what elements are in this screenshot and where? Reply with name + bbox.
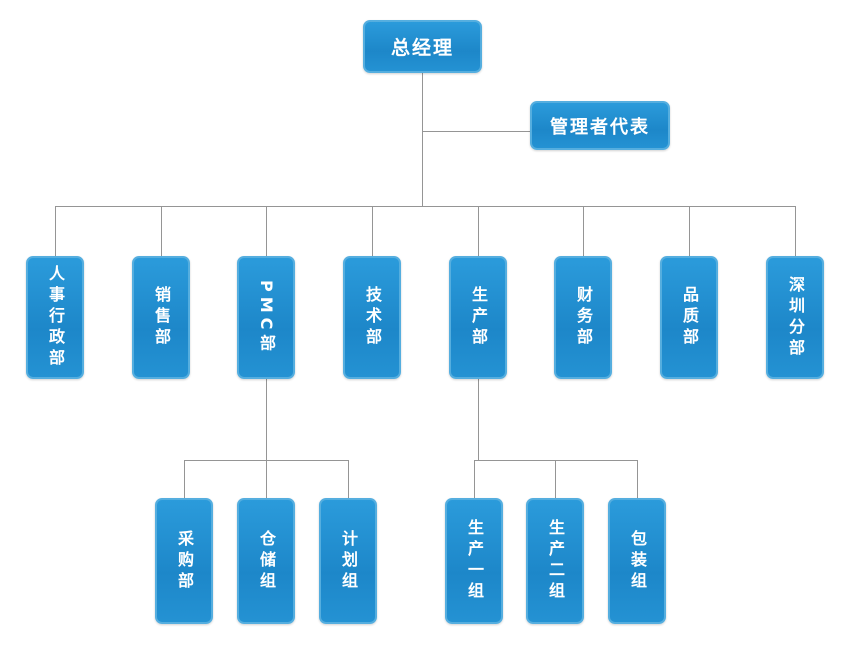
org-node-shenzhen-branch[interactable]: 深圳分部	[766, 256, 824, 379]
connector-line	[478, 379, 479, 460]
org-node-production[interactable]: 生产部	[449, 256, 507, 379]
connector-line	[422, 73, 423, 206]
org-node-management-rep[interactable]: 管理者代表	[530, 101, 670, 150]
connector-line	[184, 460, 185, 498]
connector-line	[637, 460, 638, 498]
org-node-finance[interactable]: 财务部	[554, 256, 612, 379]
connector-line	[372, 206, 373, 256]
org-node-tech[interactable]: 技术部	[343, 256, 401, 379]
org-node-packaging[interactable]: 包装组	[608, 498, 666, 624]
connector-line	[266, 206, 267, 256]
connector-line	[583, 206, 584, 256]
org-node-quality[interactable]: 品质部	[660, 256, 718, 379]
org-node-production-group1[interactable]: 生产一组	[445, 498, 503, 624]
connector-line	[55, 206, 795, 207]
org-node-hr-admin[interactable]: 人事行政部	[26, 256, 84, 379]
org-node-pmc[interactable]: PMC部	[237, 256, 295, 379]
connector-line	[422, 131, 530, 132]
org-node-sales[interactable]: 销售部	[132, 256, 190, 379]
connector-line	[55, 206, 56, 256]
org-node-production-group2[interactable]: 生产二组	[526, 498, 584, 624]
connector-line	[266, 379, 267, 460]
connector-line	[478, 206, 479, 256]
org-node-general-manager[interactable]: 总经理	[363, 20, 482, 73]
org-node-planning[interactable]: 计划组	[319, 498, 377, 624]
org-node-warehouse[interactable]: 仓储组	[237, 498, 295, 624]
connector-line	[348, 460, 349, 498]
connector-line	[161, 206, 162, 256]
connector-line	[266, 460, 267, 498]
connector-line	[795, 206, 796, 256]
connector-line	[689, 206, 690, 256]
connector-line	[474, 460, 475, 498]
connector-line	[555, 460, 556, 498]
org-node-purchasing[interactable]: 采购部	[155, 498, 213, 624]
